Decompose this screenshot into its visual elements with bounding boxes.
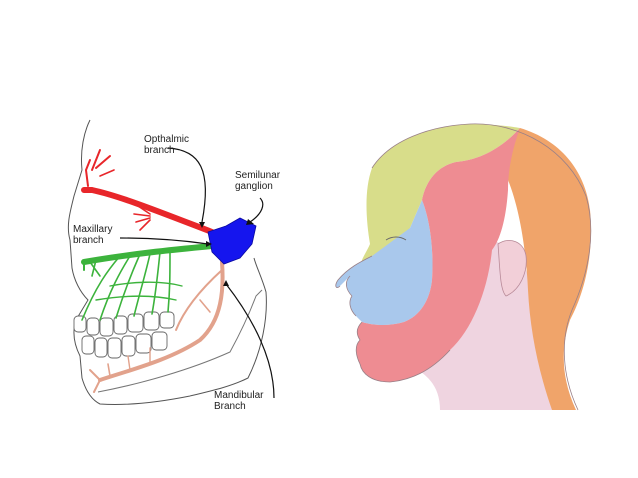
semilunar-ganglion-label-line1: Semilunar — [235, 170, 281, 181]
opthalmic-branch-label-line2: branch — [144, 145, 175, 156]
semilunar-ganglion-label: Semilunar ganglion — [235, 170, 280, 192]
maxillary-branch-label-line2: branch — [73, 235, 104, 246]
opthalmic-branch-label-line1: Opthalmic — [144, 134, 190, 145]
mandibular-branch-label-line1: Mandibular — [214, 390, 264, 401]
maxillary-branch-label: Maxillary branch — [73, 224, 112, 246]
skull-outline — [67, 119, 267, 406]
mandibular-branch-label-line2: Branch — [214, 401, 246, 412]
skull-illustration — [67, 119, 275, 406]
lower-teeth — [81, 331, 168, 359]
mandibular-nerve — [89, 260, 225, 393]
upper-teeth — [73, 311, 175, 337]
mandibular-branch-label: Mandibular Branch — [214, 390, 263, 412]
opthalmic-nerve — [81, 149, 215, 235]
maxillary-nerve — [81, 243, 215, 321]
zone-midface — [335, 200, 433, 325]
ear — [497, 240, 527, 297]
opthalmic-branch-label: Opthalmic branch — [144, 134, 189, 156]
zone-back-of-head — [507, 128, 592, 410]
head-profile-illustration — [335, 123, 592, 411]
maxillary-branch-label-line1: Maxillary — [73, 224, 113, 235]
eye — [385, 236, 407, 241]
leader-lines — [119, 147, 275, 399]
zone-lower-face — [356, 128, 520, 382]
semilunar-ganglion — [207, 217, 257, 265]
semilunar-ganglion-label-line2: ganglion — [235, 181, 273, 192]
mandible-outline — [97, 289, 263, 393]
head-outline — [335, 123, 592, 411]
